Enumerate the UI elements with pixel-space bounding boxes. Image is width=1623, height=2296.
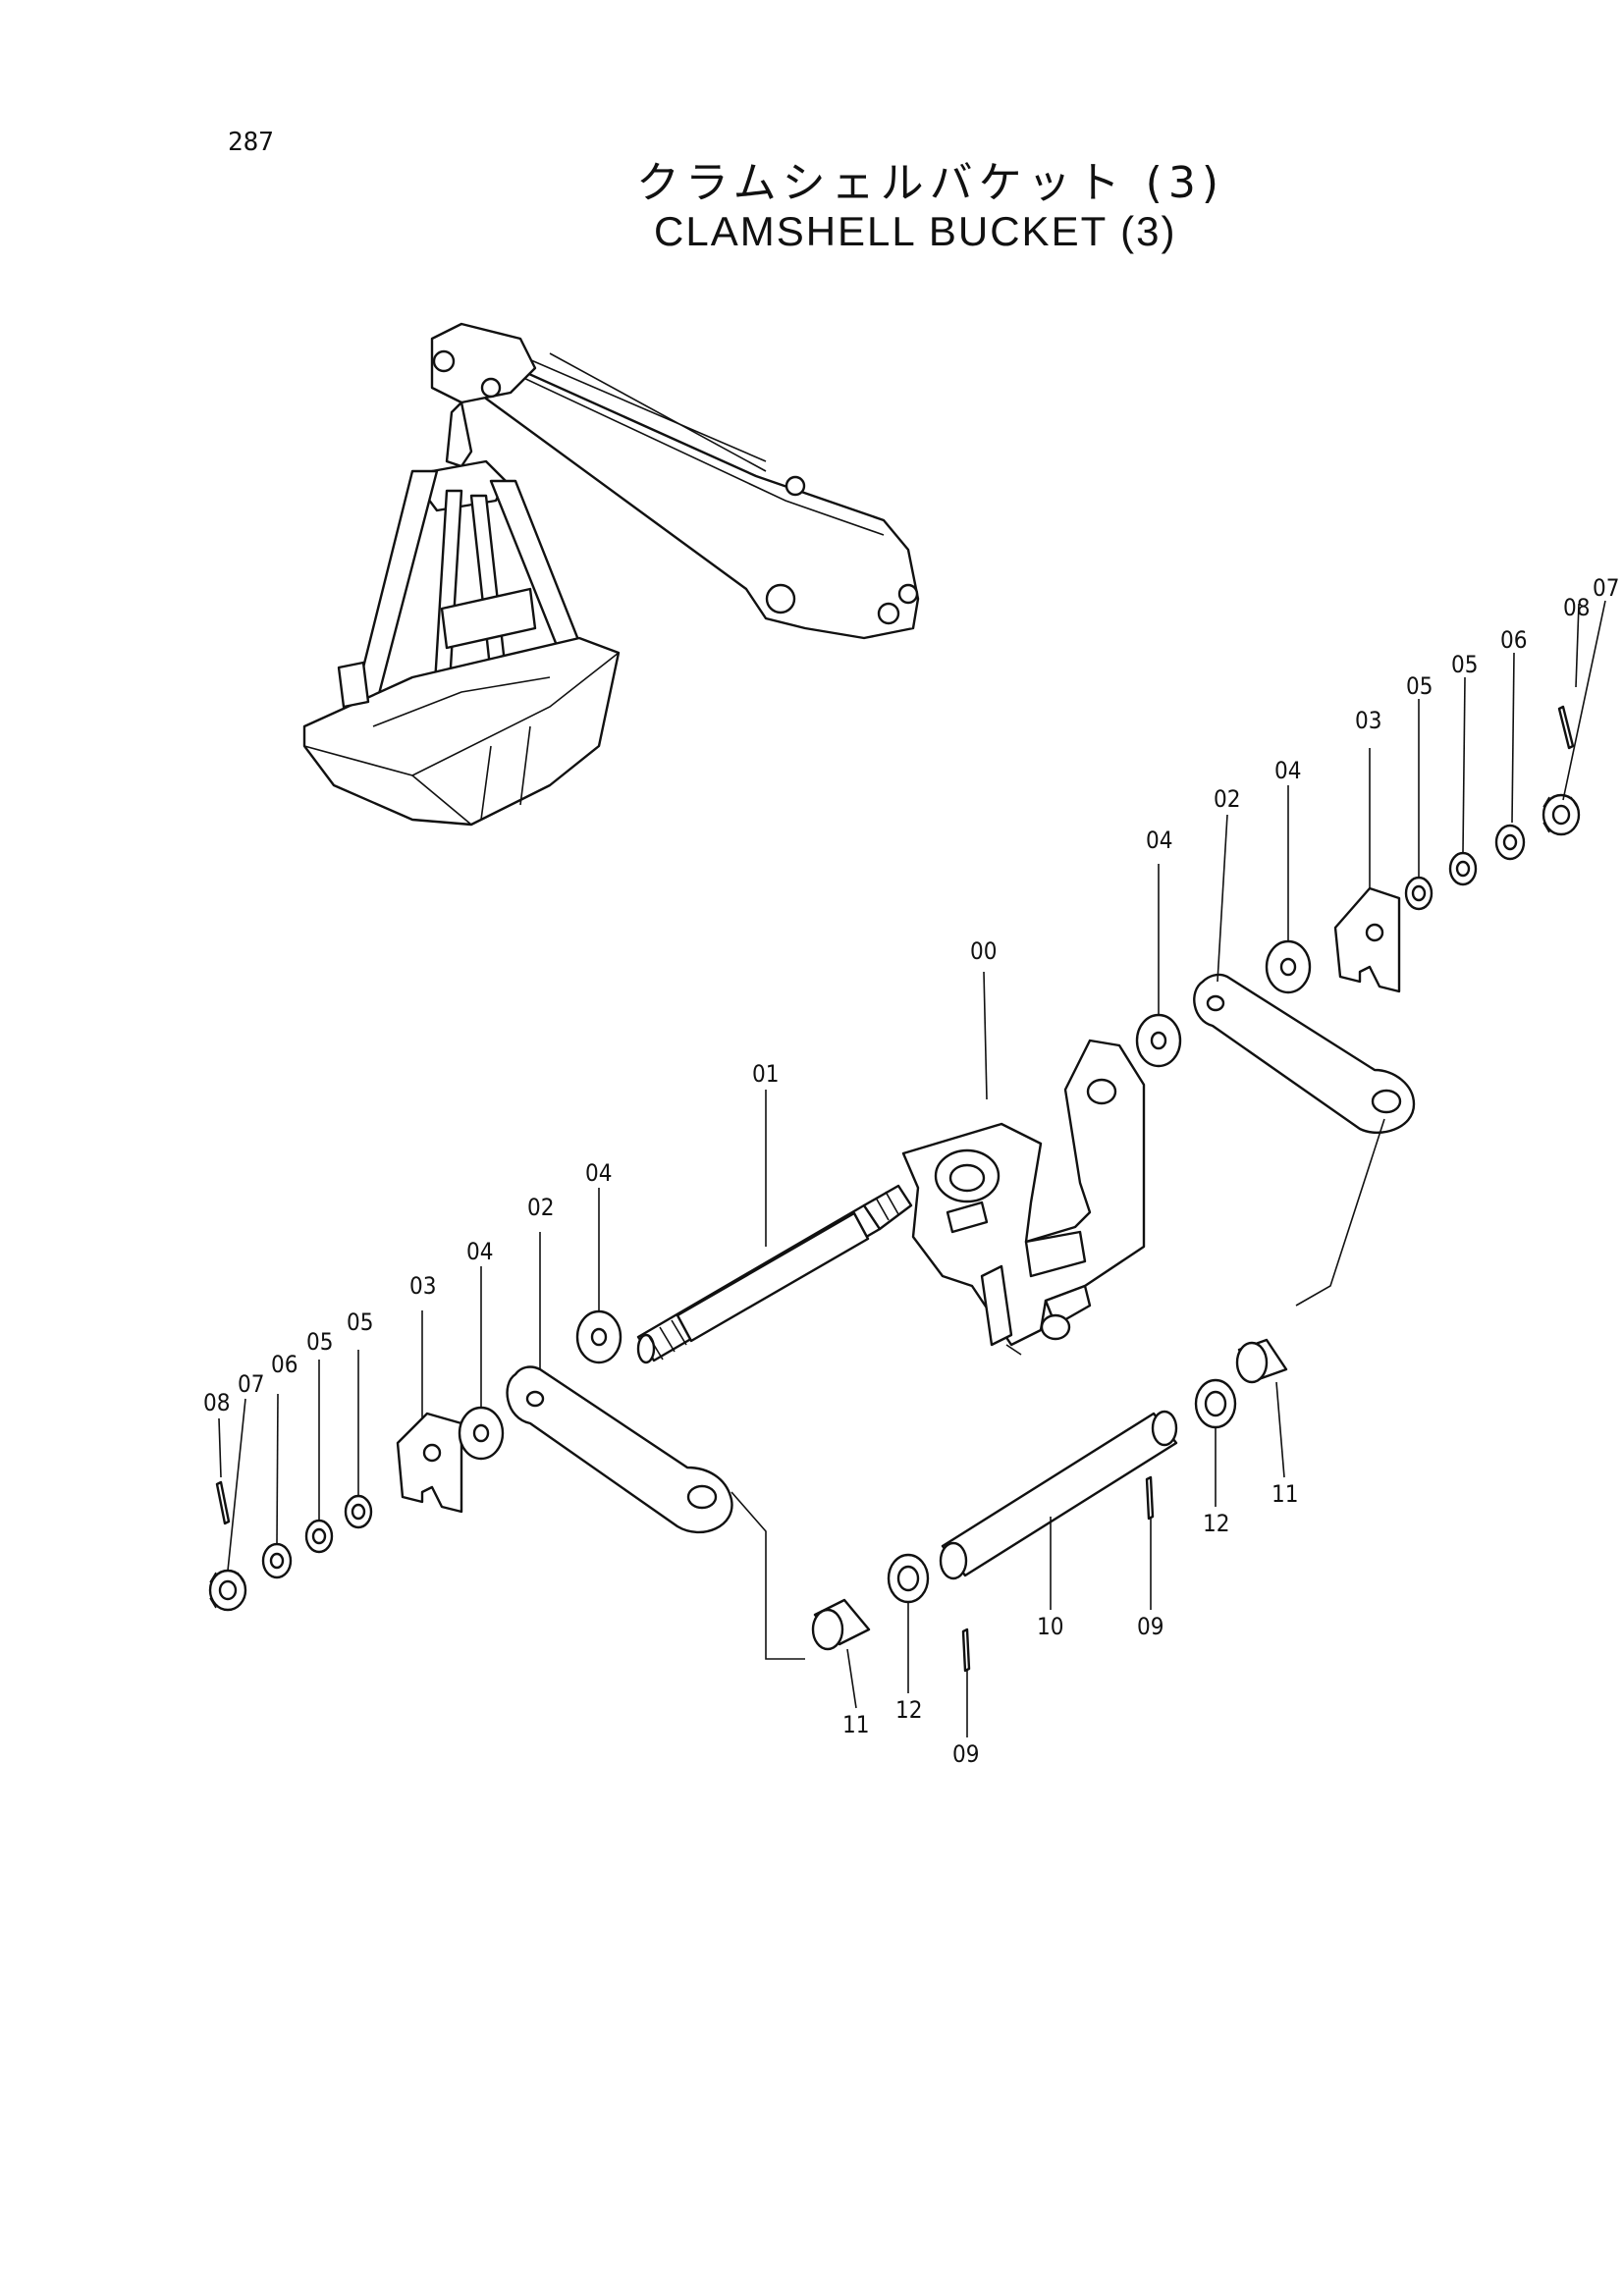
title-japanese: クラムシェルバケット (3) (636, 158, 1224, 208)
part-01-pin (636, 1184, 913, 1364)
callout-02: 02 (1214, 785, 1240, 813)
callout-09: 09 (952, 1740, 979, 1768)
callout-03: 03 (1355, 707, 1381, 734)
callout-05: 05 (347, 1308, 373, 1336)
part-10-pin (939, 1410, 1178, 1580)
part-00-bracket (901, 1039, 1146, 1356)
part-02-link-left (506, 1365, 733, 1534)
callout-12: 12 (895, 1696, 922, 1724)
part-03-plate-left (396, 1412, 463, 1514)
callout-04: 04 (466, 1238, 493, 1265)
callout-05: 05 (1451, 651, 1478, 678)
cotter-pins (215, 705, 1575, 1673)
part-02-link-right (1193, 973, 1416, 1134)
callout-labels: 07 08 06 05 05 03 04 02 04 00 01 04 02 0… (203, 574, 1619, 1768)
callout-05: 05 (1406, 672, 1433, 700)
callout-00: 00 (970, 937, 997, 965)
callout-06: 06 (271, 1351, 298, 1378)
part-03-plate-right (1333, 886, 1401, 993)
callout-12: 12 (1203, 1510, 1229, 1537)
callout-07: 07 (1593, 574, 1619, 602)
part-11-bushes (811, 1338, 1288, 1651)
callout-07: 07 (238, 1370, 264, 1398)
callout-06: 06 (1500, 626, 1527, 654)
callout-03: 03 (409, 1272, 436, 1300)
machine-overview-illustration (302, 322, 920, 827)
callout-10: 10 (1037, 1613, 1063, 1640)
callout-09: 09 (1137, 1613, 1163, 1640)
callout-02: 02 (527, 1194, 554, 1221)
callout-08: 08 (203, 1389, 230, 1416)
title-english: CLAMSHELL BUCKET (3) (654, 208, 1177, 254)
callout-04: 04 (1274, 757, 1301, 784)
page-number: 287 (228, 128, 274, 157)
callout-04: 04 (585, 1159, 612, 1187)
callout-08: 08 (1563, 594, 1590, 621)
callout-11: 11 (1271, 1480, 1298, 1508)
callout-11: 11 (842, 1711, 869, 1738)
leader-lines (218, 600, 1606, 1737)
callout-05: 05 (306, 1328, 333, 1356)
part-07-castle-nuts (208, 793, 1581, 1612)
callout-01: 01 (752, 1060, 779, 1088)
washers (261, 824, 1526, 1604)
callout-04: 04 (1146, 827, 1172, 854)
